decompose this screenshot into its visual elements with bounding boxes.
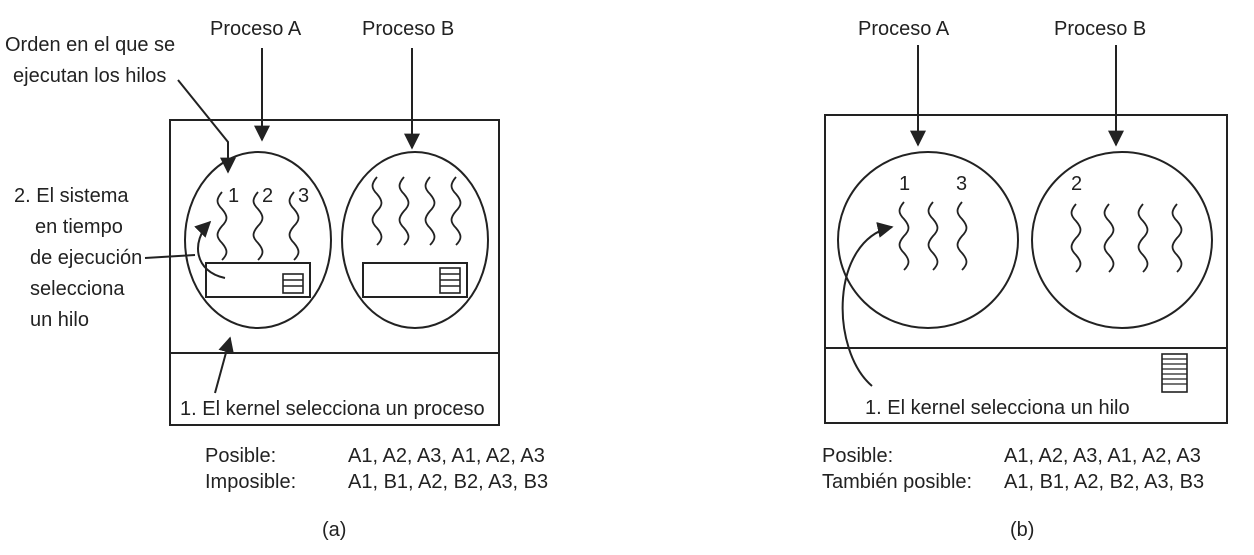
also-possible-label: También posible: xyxy=(822,471,972,493)
thread-icon xyxy=(424,176,436,246)
kernel-arrow xyxy=(214,336,234,394)
order-note-line: ejecutan los hilos xyxy=(13,65,166,87)
thread-icon xyxy=(927,201,939,271)
runtime-note-line: de ejecución xyxy=(30,247,142,269)
thread-icon xyxy=(216,191,228,261)
thread-number: 3 xyxy=(298,185,309,207)
thread-number: 1 xyxy=(228,185,239,207)
process-b-circle xyxy=(1031,151,1213,329)
runtime-select-arrow xyxy=(194,220,226,279)
order-note-line: Orden en el que se xyxy=(5,34,175,56)
thread-table-icon xyxy=(1161,353,1188,393)
process-b-label: Proceso B xyxy=(362,18,454,40)
process-a-circle xyxy=(184,151,332,329)
impossible-sequence: A1, B1, A2, B2, A3, B3 xyxy=(348,471,548,493)
possible-sequence: A1, A2, A3, A1, A2, A3 xyxy=(1004,445,1201,467)
process-a-label: Proceso A xyxy=(858,18,950,40)
thread-icon xyxy=(1070,203,1082,273)
runtime-system-box xyxy=(205,262,311,298)
thread-number: 2 xyxy=(1071,173,1082,195)
process-b-label: Proceso B xyxy=(1054,18,1146,40)
kernel-label: 1. El kernel selecciona un hilo xyxy=(865,397,1130,419)
kernel-label: 1. El kernel selecciona un proceso xyxy=(180,398,485,420)
runtime-note-line: un hilo xyxy=(30,309,89,331)
thread-table-icon xyxy=(439,267,461,294)
thread-number: 1 xyxy=(899,173,910,195)
runtime-leader-line xyxy=(144,254,196,259)
caption-a: (a) xyxy=(322,519,346,541)
runtime-note-line: en tiempo xyxy=(35,216,123,238)
address-space-box xyxy=(169,119,500,426)
order-arrow xyxy=(177,79,236,174)
panel-b: Proceso A Proceso B 1 3 2 1. El kernel s… xyxy=(822,18,1228,541)
process-b-circle xyxy=(341,151,489,329)
possible-label: Posible: xyxy=(205,445,276,467)
thread-icon xyxy=(1171,203,1183,273)
runtime-system-box xyxy=(362,262,468,298)
thread-icon xyxy=(898,201,910,271)
impossible-label: Imposible: xyxy=(205,471,296,493)
caption-b: (b) xyxy=(1010,519,1034,541)
thread-icon xyxy=(450,176,462,246)
address-space-box xyxy=(824,114,1228,424)
thread-table-icon xyxy=(282,273,304,294)
thread-number: 3 xyxy=(956,173,967,195)
process-a-label: Proceso A xyxy=(210,18,302,40)
possible-label: Posible: xyxy=(822,445,893,467)
possible-sequence: A1, A2, A3, A1, A2, A3 xyxy=(348,445,545,467)
thread-icon xyxy=(1103,203,1115,273)
kernel-select-arrow xyxy=(841,222,894,387)
thread-icon xyxy=(1137,203,1149,273)
runtime-note-line: 2. El sistema xyxy=(14,185,129,207)
thread-icon xyxy=(956,201,968,271)
thread-icon xyxy=(371,176,383,246)
thread-icon xyxy=(398,176,410,246)
thread-number: 2 xyxy=(262,185,273,207)
runtime-note-line: selecciona xyxy=(30,278,125,300)
process-a-circle xyxy=(837,151,1019,329)
panel-a: Proceso A Proceso B Orden en el que se e… xyxy=(5,18,548,541)
also-possible-sequence: A1, B1, A2, B2, A3, B3 xyxy=(1004,471,1204,493)
